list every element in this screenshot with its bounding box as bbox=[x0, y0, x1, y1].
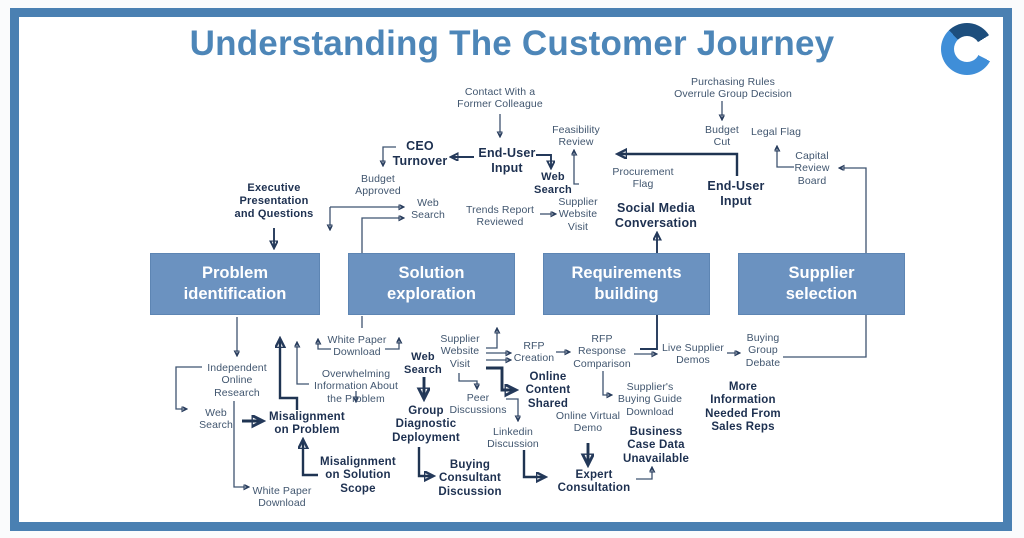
label-expert-consultation: Expert Consultation bbox=[557, 469, 631, 495]
label-supplier-website-visit-mid: Supplier Website Visit bbox=[440, 333, 480, 370]
label-feasibility-review: Feasibility Review bbox=[552, 124, 600, 149]
arrow-capital-review-to-legal-flag bbox=[777, 147, 794, 168]
arrow-end-user-input2-procurement-flag bbox=[619, 154, 739, 176]
arrow-white-paper-left-up bbox=[318, 340, 331, 350]
label-buying-group-debate: Buying Group Debate bbox=[745, 332, 781, 369]
label-procurement-flag: Procurement Flag bbox=[612, 166, 674, 191]
label-end-user-input-2: End-User Input bbox=[707, 179, 765, 208]
logo-inner-hole bbox=[954, 36, 980, 62]
arrow-expert-consultation-to-business-case bbox=[636, 468, 652, 480]
stage-problem-identification: Problem identification bbox=[150, 253, 320, 315]
label-misalignment-solution-scope: Misalignment on Solution Scope bbox=[320, 456, 396, 495]
label-suppliers-buying-guide: Supplier's Buying Guide Download bbox=[617, 381, 683, 418]
label-online-content-shared: Online Content Shared bbox=[525, 371, 571, 410]
arrow-independent-research-to-white-paper bbox=[233, 401, 248, 487]
arrow-supplier-website-to-online-content bbox=[486, 366, 514, 390]
label-web-search-mid-top: Web Search bbox=[534, 171, 572, 196]
label-web-search-mid: Web Search bbox=[404, 351, 442, 376]
label-legal-flag: Legal Flag bbox=[750, 126, 802, 138]
label-live-supplier-demos: Live Supplier Demos bbox=[661, 342, 725, 367]
arrow-independent-research-to-web-search bbox=[175, 366, 202, 409]
arrow-linkedin-to-expert-consultation bbox=[522, 450, 544, 477]
label-white-paper-download-bottom: White Paper Download bbox=[252, 485, 312, 510]
arrow-end-user-input-to-web-search bbox=[536, 154, 551, 167]
label-trends-report-reviewed: Trends Report Reviewed bbox=[465, 204, 535, 229]
arrow-solution-box-to-web-search bbox=[361, 218, 403, 253]
arrow-supplier-website-to-peer-discussions bbox=[458, 373, 477, 388]
label-contact-former-colleague: Contact With a Former Colleague bbox=[457, 86, 543, 111]
challenger-c-logo bbox=[941, 23, 993, 75]
arrow-group-diagnostic-to-buying-consultant bbox=[417, 447, 432, 476]
label-linkedin-discussion: Linkedin Discussion bbox=[487, 426, 539, 451]
label-capital-review-board: Capital Review Board bbox=[794, 150, 830, 187]
stage-solution-exploration: Solution exploration bbox=[348, 253, 515, 315]
label-white-paper-download-mid: White Paper Download bbox=[327, 334, 387, 359]
stage-supplier-selection: Supplier selection bbox=[738, 253, 905, 315]
label-business-case-data: Business Case Data Unavailable bbox=[622, 426, 690, 465]
arrow-supplier-website-up bbox=[486, 329, 497, 349]
arrow-peer-discussions-to-linkedin bbox=[506, 398, 518, 420]
label-misalignment-on-problem: Misalignment on Problem bbox=[269, 411, 345, 437]
arrow-white-paper-right-up bbox=[385, 339, 399, 350]
label-web-search-bottom: Web Search bbox=[199, 407, 233, 432]
label-web-search-top-left: Web Search bbox=[411, 197, 445, 222]
label-online-virtual-demo: Online Virtual Demo bbox=[555, 410, 621, 435]
label-ceo-turnover: CEO Turnover bbox=[392, 139, 448, 168]
label-supplier-website-visit-top: Supplier Website Visit bbox=[558, 196, 598, 233]
label-executive-presentation: Executive Presentation and Questions bbox=[234, 182, 314, 220]
arrow-overwhelming-info-up bbox=[297, 343, 309, 385]
arrow-misalignment-problem-up bbox=[280, 340, 299, 410]
label-rfp-creation: RFP Creation bbox=[513, 340, 555, 365]
arrow-solution-scope-to-misalignment-problem bbox=[303, 441, 318, 477]
page-title: Understanding The Customer Journey bbox=[189, 24, 835, 63]
label-overwhelming-information: Overwhelming Information About the Probl… bbox=[313, 368, 399, 405]
arrow-rfp-response-to-buying-guide bbox=[602, 371, 611, 395]
label-purchasing-rules: Purchasing Rules Overrule Group Decision bbox=[674, 76, 792, 101]
label-budget-cut: Budget Cut bbox=[705, 124, 739, 149]
label-more-info-sales-reps: More Information Needed From Sales Reps bbox=[705, 381, 781, 434]
label-rfp-response-comparison: RFP Response Comparison bbox=[573, 333, 631, 370]
label-independent-online-research: Independent Online Research bbox=[207, 362, 267, 399]
label-social-media-conversation: Social Media Conversation bbox=[614, 201, 698, 230]
arrow-ceo-turnover-to-budget-approved bbox=[383, 146, 396, 165]
arrow-web-search-to-feasibility-review bbox=[574, 151, 579, 185]
label-budget-approved: Budget Approved bbox=[355, 173, 401, 198]
label-buying-consultant-discussion: Buying Consultant Discussion bbox=[438, 459, 502, 498]
label-group-diagnostic-deployment: Group Diagnostic Deployment bbox=[392, 405, 460, 444]
label-end-user-input-1: End-User Input bbox=[478, 146, 536, 175]
label-peer-discussions: Peer Discussions bbox=[449, 392, 507, 417]
stage-requirements-building: Requirements building bbox=[543, 253, 710, 315]
